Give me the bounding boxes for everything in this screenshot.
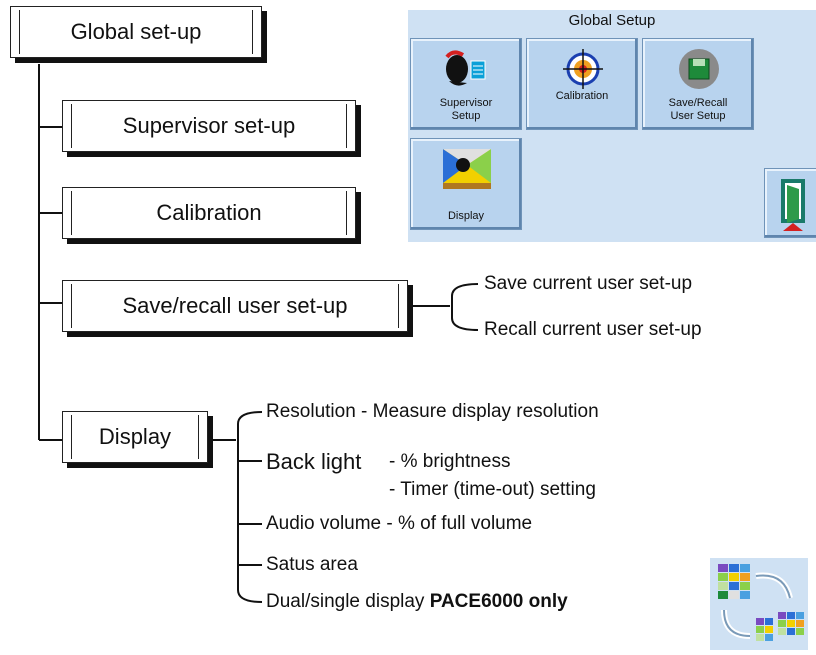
supervisor-setup-label: Supervisor set-up [122,113,296,138]
recall-current-text: Recall current user set-up [484,319,702,340]
resolution-text: Resolution - Measure display resolution [266,401,599,422]
save-recall-button[interactable]: Save/Recall User Setup [642,38,754,130]
status-area-text: Satus area [266,554,358,575]
calibration-caption: Calibration [555,90,609,102]
display-box: Display [62,411,208,463]
save-current-text: Save current user set-up [484,273,693,294]
global-setup-panel: Global Setup Supervisor Setup Calibratio… [408,10,816,242]
global-setup-label: Global set-up [70,19,202,44]
calibration-box: Calibration [62,187,356,239]
supervisor-setup-button[interactable]: Supervisor Setup [410,38,522,130]
save-recall-caption: Save/Recall User Setup [668,97,728,122]
calibration-target-icon [563,49,603,89]
display-icon [443,149,491,189]
calibration-label: Calibration [156,200,262,225]
supervisor-setup-box: Supervisor set-up [62,100,356,152]
display-caption: Display [447,210,485,222]
dual-display-text: Dual/single display PACE6000 only [266,591,568,613]
save-recall-label: Save/recall user set-up [122,293,348,318]
save-recall-icon [679,49,719,89]
audio-volume-text: Audio volume - % of full volume [266,513,533,534]
supervisor-setup-caption: Supervisor Setup [439,97,493,122]
calibration-button[interactable]: Calibration [526,38,638,130]
global-setup-box: Global set-up [10,6,262,58]
backlight-brightness: - % brightness [389,451,511,472]
backlight-timer: - Timer (time-out) setting [389,479,596,500]
exit-button[interactable] [764,168,816,238]
save-recall-box: Save/recall user set-up [62,280,408,332]
display-label: Display [98,424,172,449]
dual-display-prefix: Dual/single display [266,591,425,612]
display-swap-icon [710,558,808,650]
exit-door-icon [781,179,805,231]
display-button[interactable]: Display [410,138,522,230]
supervisor-icon [445,50,486,86]
pace6000-only-text: PACE6000 only [429,591,568,612]
panel-title: Global Setup [568,12,656,29]
backlight-label: Back light [266,449,362,474]
